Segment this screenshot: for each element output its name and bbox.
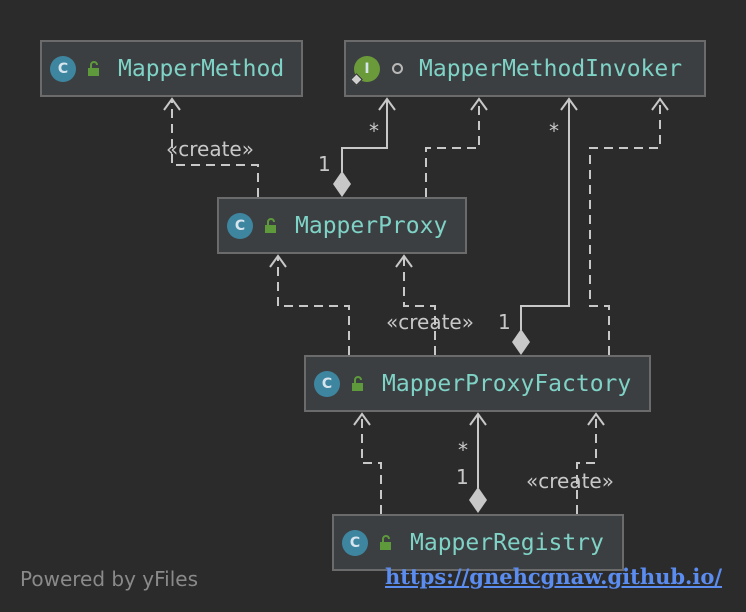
aggregation-diamond bbox=[512, 329, 530, 355]
unlocked-icon bbox=[88, 60, 99, 76]
edge-label-multiplicity: 1 bbox=[498, 310, 511, 334]
package-private-icon bbox=[392, 63, 403, 74]
interface-icon: I bbox=[350, 55, 380, 86]
edge-label-multiplicity: * bbox=[458, 438, 468, 462]
arrowhead bbox=[378, 97, 396, 111]
edge-proxy-has-invoker bbox=[341, 100, 388, 172]
edge-label-create: «create» bbox=[166, 137, 254, 161]
unlocked-icon bbox=[265, 217, 276, 233]
edge-factory-uses-proxy bbox=[277, 257, 350, 355]
class-icon: C bbox=[50, 55, 76, 82]
class-name: MapperRegistry bbox=[410, 529, 604, 556]
aggregation-diamond bbox=[469, 487, 487, 513]
class-name: MapperProxy bbox=[295, 212, 448, 239]
powered-by-label: Powered by yFiles bbox=[20, 567, 198, 591]
edge-proxy-creates-method bbox=[171, 100, 259, 197]
class-icon: C bbox=[227, 212, 253, 239]
arrowhead bbox=[163, 97, 181, 111]
edge-label-multiplicity: * bbox=[369, 119, 379, 143]
blog-link[interactable]: https://gnehcgnaw.github.io/ bbox=[385, 564, 723, 589]
edge-proxy-uses-invoker bbox=[425, 100, 480, 197]
class-name: MapperProxyFactory bbox=[382, 370, 632, 397]
class-name: MapperMethod bbox=[118, 55, 285, 82]
arrowhead bbox=[469, 412, 487, 426]
interface-name: MapperMethodInvoker bbox=[419, 55, 683, 82]
edge-registry-creates-factory bbox=[576, 415, 597, 514]
node-mapper-registry[interactable]: C MapperRegistry bbox=[332, 514, 624, 571]
arrowhead bbox=[470, 97, 488, 111]
edge-factory-has-invoker bbox=[520, 100, 570, 330]
class-icon: C bbox=[342, 529, 368, 556]
arrowhead bbox=[269, 254, 287, 268]
edge-label-multiplicity: 1 bbox=[318, 152, 331, 176]
aggregation-diamond bbox=[333, 171, 351, 197]
arrowhead bbox=[560, 97, 578, 111]
edge-factory-creates-proxy bbox=[403, 257, 436, 355]
node-mapper-proxy[interactable]: C MapperProxy bbox=[217, 197, 467, 254]
abstract-marker-icon bbox=[350, 72, 363, 86]
unlocked-icon bbox=[380, 534, 391, 550]
node-mapper-method-invoker[interactable]: I MapperMethodInvoker bbox=[344, 40, 706, 97]
class-icon: C bbox=[314, 370, 340, 397]
arrowhead bbox=[353, 412, 371, 426]
edge-registry-uses-factory bbox=[361, 415, 382, 514]
arrowhead bbox=[395, 254, 413, 268]
node-mapper-method[interactable]: C MapperMethod bbox=[40, 40, 303, 97]
edge-label-multiplicity: 1 bbox=[456, 465, 469, 489]
interface-badge-letter: I bbox=[364, 60, 370, 77]
edge-label-create: «create» bbox=[386, 310, 474, 334]
unlocked-icon bbox=[352, 375, 363, 391]
edge-label-multiplicity: * bbox=[549, 119, 559, 143]
node-mapper-proxy-factory[interactable]: C MapperProxyFactory bbox=[304, 355, 651, 412]
arrowhead bbox=[651, 97, 669, 111]
edge-label-create: «create» bbox=[526, 469, 614, 493]
edge-factory-uses-invoker bbox=[589, 100, 661, 355]
arrowhead bbox=[587, 412, 605, 426]
